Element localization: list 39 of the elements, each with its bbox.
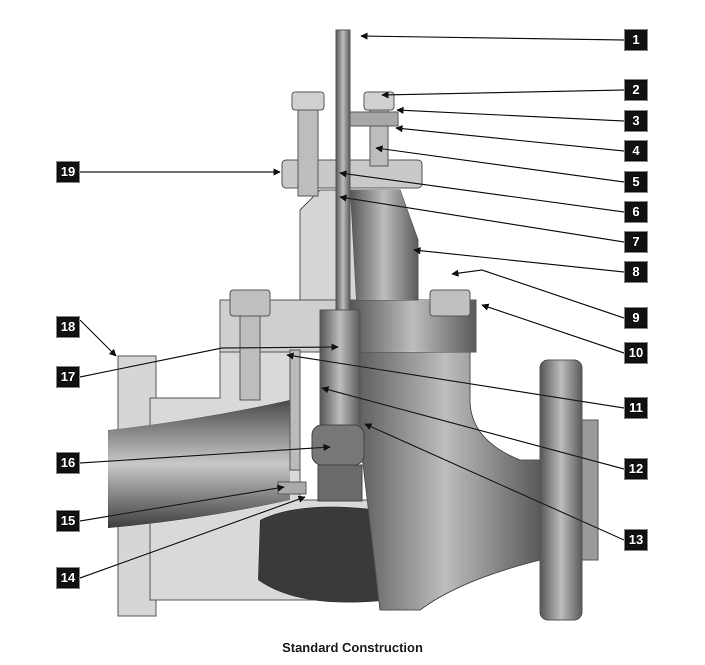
- callout-number: 6: [624, 201, 648, 223]
- callout-number: 2: [624, 79, 648, 101]
- callout-number: 3: [624, 110, 648, 132]
- callout-number: 7: [624, 231, 648, 253]
- leader-line: [80, 320, 116, 356]
- callout-number: 11: [624, 397, 648, 419]
- callout-number: 1: [624, 29, 648, 51]
- callout-number: 8: [624, 261, 648, 283]
- leader-line: [396, 106, 624, 122]
- leader-line: [364, 423, 624, 541]
- callout-number: 9: [624, 307, 648, 329]
- leader-line: [80, 444, 331, 464]
- leader-line: [360, 32, 624, 41]
- callout-number: 14: [56, 567, 80, 589]
- leader-line: [80, 168, 281, 176]
- caption: Standard Construction: [281, 639, 424, 657]
- callout-number: 12: [624, 458, 648, 480]
- leader-line: [381, 89, 624, 98]
- leader-line: [80, 343, 339, 378]
- leader-line: [321, 386, 624, 470]
- callout-number: 15: [56, 510, 80, 532]
- callout-number: 4: [624, 140, 648, 162]
- leader-line: [395, 125, 624, 152]
- leader-line: [413, 247, 624, 273]
- callout-number: 13: [624, 529, 648, 551]
- callout-number: 17: [56, 366, 80, 388]
- callout-number: 5: [624, 171, 648, 193]
- leader-line: [80, 496, 306, 579]
- callout-number: 19: [56, 161, 80, 183]
- leader-line: [286, 352, 624, 409]
- callout-number: 10: [624, 342, 648, 364]
- leader-line: [339, 194, 624, 243]
- leader-line: [375, 145, 624, 183]
- callout-number: 16: [56, 452, 80, 474]
- callout-number: 18: [56, 316, 80, 338]
- leader-line: [80, 484, 285, 522]
- leader-line: [451, 269, 624, 319]
- leader-line: [339, 170, 624, 213]
- leader-line: [481, 304, 624, 354]
